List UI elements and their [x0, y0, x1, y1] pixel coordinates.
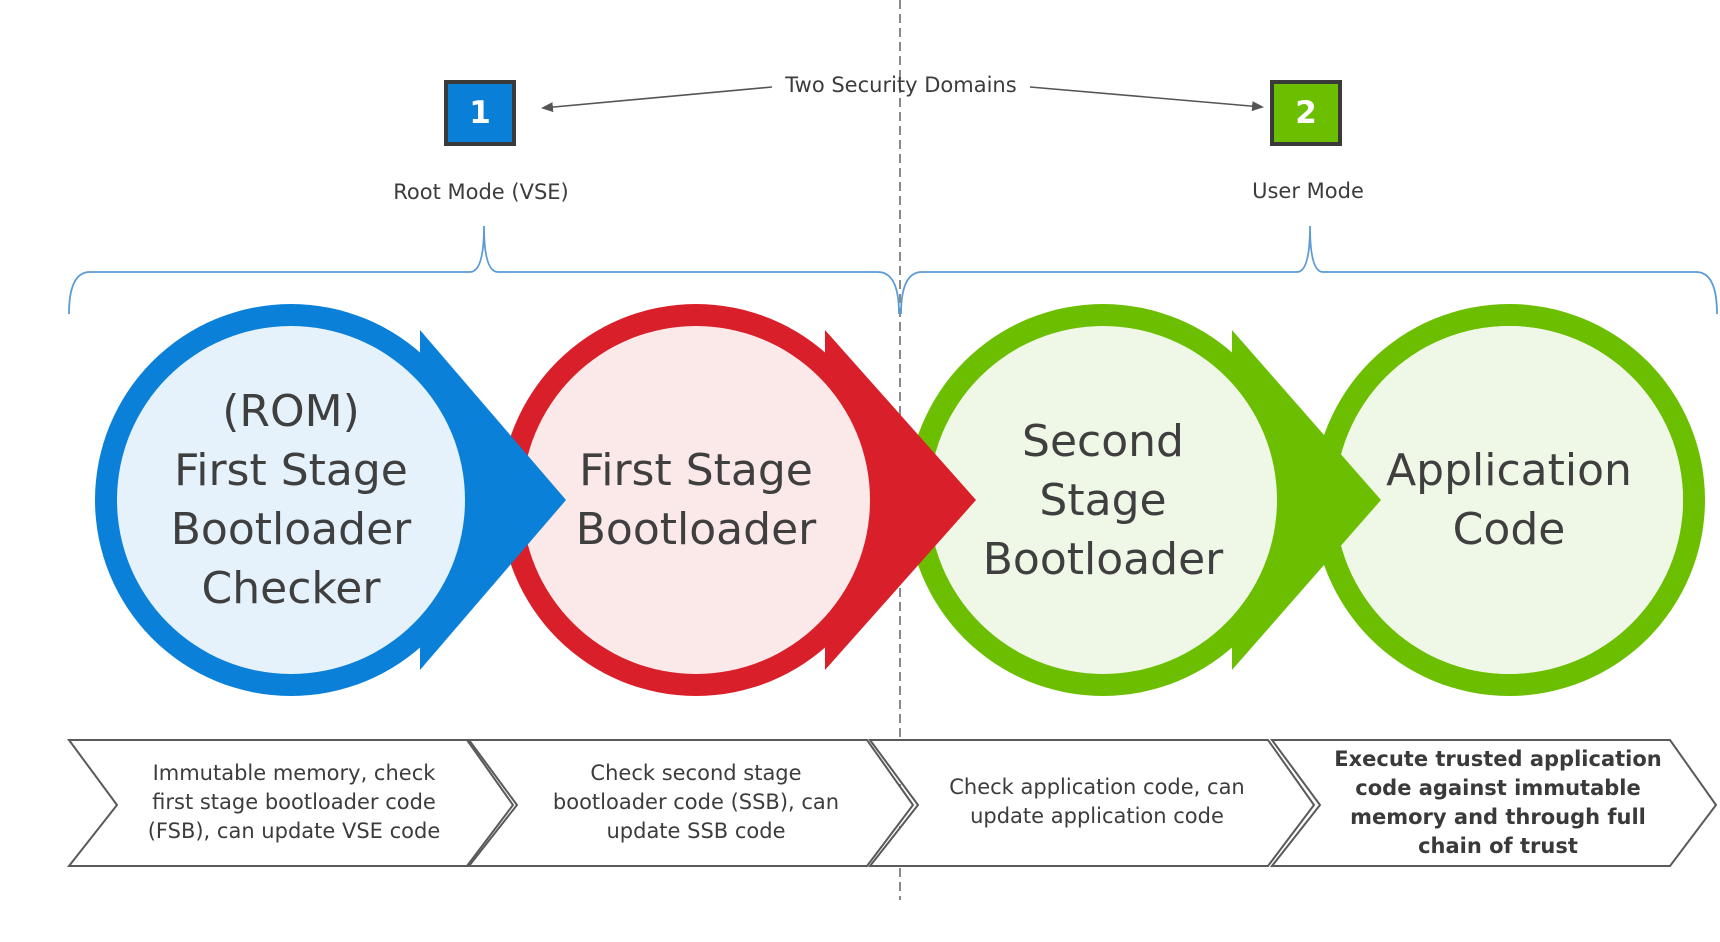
step-1-chevron [66, 739, 515, 867]
stage-4-fill [1335, 326, 1683, 674]
stage-2-title-line-2: Bootloader [575, 504, 817, 555]
step-2-line-1: Check second stage [590, 760, 802, 785]
stage-2-title-line-1: First Stage [579, 445, 813, 496]
domain-1-badge: 1 [444, 80, 516, 146]
stage-4-title-line-1: Application [1386, 445, 1632, 496]
stage-1-title-line-4: Checker [201, 563, 381, 614]
stage-1-title: (ROM) First Stage Bootloader Checker [141, 380, 441, 620]
step-4-text: Execute trusted application code against… [1334, 743, 1661, 863]
stage-4-title: Application Code [1359, 440, 1659, 560]
stage-1-title-line-1: (ROM) [222, 386, 360, 437]
stage-4-circle [1313, 304, 1705, 696]
step-4-line-1: Execute trusted application [1334, 747, 1662, 771]
stage-3-title-line-3: Bootloader [982, 533, 1224, 585]
stage-3-circle [907, 304, 1381, 696]
step-1-line-2: first stage bootloader code [152, 789, 436, 814]
domain-2-label: User Mode [1252, 179, 1364, 203]
step-2-line-2: bootloader code (SSB), can [552, 789, 840, 814]
arrow-to-domain-1 [541, 86, 773, 113]
step-3-text: Check application code, can update appli… [937, 772, 1257, 832]
stage-1-title-line-3: Bootloader [170, 504, 412, 555]
stage-4-title-line-2: Code [1452, 504, 1566, 555]
step-4-line-4: chain of trust [1418, 834, 1578, 858]
stage-2-circle [500, 304, 976, 696]
domain-2-badge: 2 [1270, 80, 1342, 146]
step-3-line-2: update application code [970, 804, 1224, 828]
step-4-line-3: memory and through full [1350, 805, 1646, 829]
step-4-line-2: code against immutable [1355, 776, 1641, 800]
bracket-user-mode [900, 225, 1718, 315]
two-security-domains-label: Two Security Domains [785, 73, 1017, 97]
stage-2-title: First Stage Bootloader [546, 440, 846, 560]
domain-1-label: Root Mode (VSE) [393, 180, 569, 204]
bracket-root-mode [68, 225, 900, 315]
step-3-line-1: Check application code, can [949, 775, 1245, 799]
stage-3-title: Second Stage Bootloader [953, 410, 1253, 590]
step-4-chevron [1269, 739, 1718, 867]
step-2-text: Check second stage bootloader code (SSB)… [536, 757, 856, 847]
stage-3-title-line-2: Stage [1039, 474, 1167, 526]
stage-1-fill [117, 326, 465, 674]
stage-3-title-line-1: Second [1022, 415, 1184, 467]
step-3-chevron [867, 739, 1316, 867]
step-1-line-3: (FSB), can update VSE code [147, 818, 441, 843]
step-1-line-1: Immutable memory, check [152, 760, 436, 785]
stage-1-title-line-2: First Stage [174, 445, 408, 496]
step-1-text: Immutable memory, check first stage boot… [134, 757, 454, 847]
stage-1-circle [95, 304, 566, 696]
step-2-line-3: update SSB code [606, 818, 786, 843]
stage-2-fill [522, 326, 870, 674]
arrow-to-domain-2 [1029, 86, 1264, 112]
stage-3-fill [929, 326, 1277, 674]
step-2-chevron [466, 739, 915, 867]
